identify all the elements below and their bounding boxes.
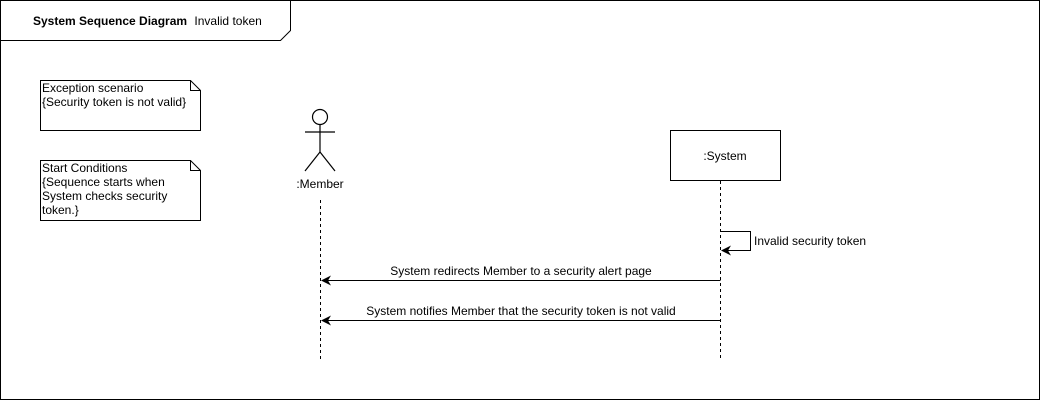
- actor-member: [304, 108, 336, 172]
- participant-system-label: :System: [703, 149, 746, 163]
- note-line: {Security token is not valid}: [42, 95, 186, 109]
- participant-member-label: :Member: [296, 177, 343, 191]
- note-exception-scenario: Exception scenario {Security token is no…: [40, 80, 201, 131]
- note-start-conditions: Start Conditions {Sequence starts when S…: [40, 160, 201, 221]
- message-notify-label: System notifies Member that the security…: [366, 304, 675, 318]
- self-message-label: Invalid security token: [754, 234, 866, 248]
- note-line: {Sequence starts when: [42, 175, 165, 189]
- frame-title-tab: [0, 0, 291, 41]
- note-line: Start Conditions: [42, 161, 127, 175]
- actor-icon: [311, 108, 329, 126]
- self-message-arrow: [720, 231, 751, 256]
- note-line: Exception scenario: [42, 81, 144, 95]
- note-line: System checks security: [42, 189, 167, 203]
- frame-title: System Sequence Diagram Invalid token: [33, 14, 262, 28]
- participant-system-box: [670, 130, 781, 181]
- message-redirect-label: System redirects Member to a security al…: [390, 264, 652, 278]
- note-line: token.}: [42, 203, 79, 217]
